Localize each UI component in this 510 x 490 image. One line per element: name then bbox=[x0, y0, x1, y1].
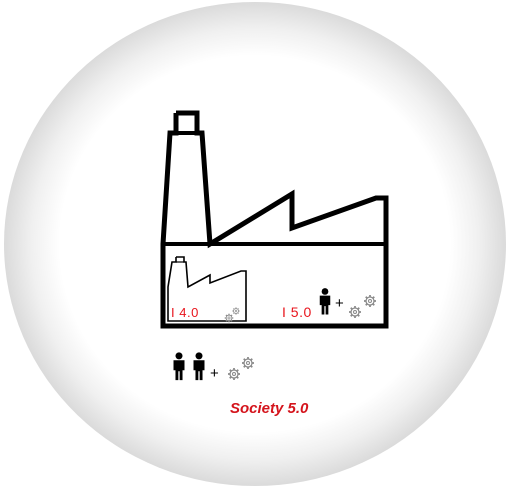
society-label: Society 5.0 bbox=[230, 400, 309, 417]
plus-sign: + bbox=[335, 295, 344, 312]
gears-icon bbox=[227, 356, 255, 381]
person-icon bbox=[193, 352, 205, 381]
industry-5-label: I 5.0 bbox=[282, 304, 312, 320]
factory-icon bbox=[160, 110, 389, 329]
gears-icon bbox=[224, 306, 241, 323]
industry-4-label: I 4.0 bbox=[171, 305, 199, 320]
small-factory-icon bbox=[167, 256, 247, 322]
gears-icon bbox=[348, 294, 377, 319]
person-icon bbox=[319, 288, 331, 315]
person-icon bbox=[173, 352, 185, 381]
plus-sign: + bbox=[210, 365, 219, 382]
